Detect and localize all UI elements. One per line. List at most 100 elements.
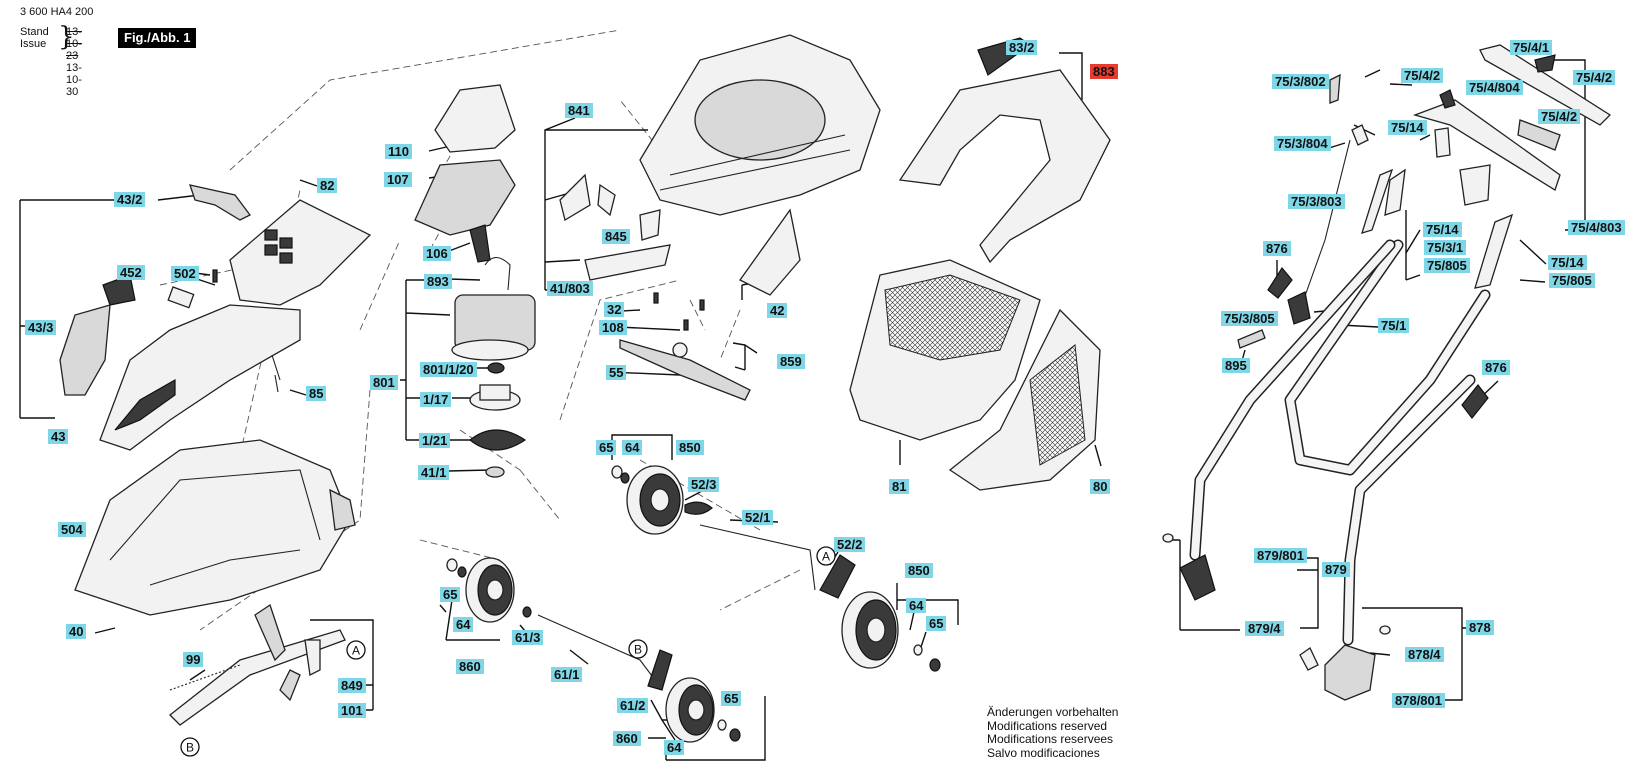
- label-1-17: 1/17: [420, 392, 452, 407]
- label-75-3-1: 75/3/1: [1424, 240, 1467, 255]
- wheel-860-a: [465, 557, 515, 623]
- label-99: 99: [183, 652, 204, 667]
- label-64-a: 64: [622, 440, 643, 455]
- label-52-2: 52/2: [834, 537, 866, 552]
- label-43: 43: [48, 429, 69, 444]
- label-75-3-805: 75/3/805: [1221, 311, 1278, 326]
- bracket-61-2: [647, 649, 673, 691]
- wheel-850-b: [841, 591, 899, 669]
- label-841: 841: [565, 103, 593, 118]
- label-41-803: 41/803: [547, 281, 593, 296]
- modification-notice: Änderungen vorbehalten Modifications res…: [987, 705, 1119, 760]
- notice-fr: Modifications reservees: [987, 732, 1114, 746]
- grass-box-cover: [898, 69, 1111, 264]
- notice-es: Salvo modificaciones: [987, 745, 1100, 760]
- housing-43: [99, 304, 301, 451]
- callout-circle-a1: [346, 640, 366, 660]
- label-40: 40: [66, 624, 87, 639]
- label-110: 110: [385, 144, 412, 159]
- label-879: 879: [1322, 562, 1350, 577]
- label-85: 85: [306, 386, 327, 401]
- label-75-3-804: 75/3/804: [1274, 136, 1331, 151]
- handle-43-2: [189, 184, 251, 221]
- quick-release-876-a: [1267, 266, 1293, 299]
- issue-label: Issue: [20, 38, 47, 50]
- label-850-b: 850: [905, 563, 933, 578]
- label-845: 845: [602, 229, 630, 244]
- label-64-b: 64: [906, 598, 927, 613]
- label-75-14-b: 75/14: [1423, 222, 1462, 237]
- callout-b1: B: [186, 741, 194, 755]
- label-43-3: 43/3: [25, 320, 57, 335]
- label-75-4-2-b: 75/4/2: [1573, 70, 1616, 85]
- label-65-b: 65: [926, 616, 947, 631]
- label-801-1-20: 801/1/20: [420, 362, 477, 377]
- callout-b2: B: [634, 643, 642, 657]
- label-75-3-803: 75/3/803: [1288, 194, 1345, 209]
- label-849: 849: [338, 678, 366, 693]
- motor-cover-107: [414, 159, 516, 236]
- label-893: 893: [424, 274, 452, 289]
- label-81: 81: [889, 479, 910, 494]
- brace-glyph: }: [58, 22, 75, 52]
- label-75-4-1: 75/4/1: [1510, 40, 1553, 55]
- end-cap-878-801: [1324, 644, 1376, 701]
- label-75-4-803: 75/4/803: [1568, 220, 1625, 235]
- revision-dates: 13-10-23 13-10-30: [66, 26, 82, 98]
- label-75-805-b: 75/805: [1549, 273, 1595, 288]
- label-52-1: 52/1: [742, 510, 774, 525]
- label-75-14-c: 75/14: [1548, 255, 1587, 270]
- cable-clip-75-3-805: [1287, 291, 1311, 325]
- cutting-blade: [619, 339, 751, 401]
- label-75-14-a: 75/14: [1388, 120, 1427, 135]
- label-106: 106: [423, 246, 451, 261]
- label-65-a: 65: [596, 440, 617, 455]
- label-41-1: 41/1: [418, 465, 450, 480]
- blade-guard: [739, 208, 801, 296]
- label-101: 101: [338, 703, 366, 718]
- top-cover-82: [229, 199, 372, 306]
- sleeve-75-805-b: [1474, 213, 1514, 289]
- label-878-4: 878/4: [1405, 647, 1444, 662]
- label-75-805-a: 75/805: [1424, 258, 1470, 273]
- label-107: 107: [384, 172, 412, 187]
- label-42: 42: [767, 303, 788, 318]
- label-52-3: 52/3: [688, 477, 720, 492]
- label-860-b: 860: [613, 731, 641, 746]
- quick-release-876-b: [1461, 384, 1489, 419]
- label-876-b: 876: [1482, 360, 1510, 375]
- label-55: 55: [606, 365, 627, 380]
- callout-circle-a2: [816, 546, 836, 566]
- label-801: 801: [370, 375, 398, 390]
- label-850-a: 850: [676, 440, 704, 455]
- label-879-4: 879/4: [1245, 621, 1284, 636]
- label-860-a: 860: [456, 659, 484, 674]
- label-61-2: 61/2: [617, 698, 649, 713]
- label-75-3-802: 75/3/802: [1272, 74, 1329, 89]
- label-65-d: 65: [721, 691, 742, 706]
- figure-label: Fig./Abb. 1: [118, 28, 197, 48]
- label-859: 859: [777, 354, 805, 369]
- label-75-4-2-c: 75/4/2: [1538, 109, 1581, 124]
- label-43-2: 43/2: [114, 192, 146, 207]
- bar-75-4-1: [1479, 44, 1612, 126]
- callout-a1: A: [352, 644, 360, 658]
- label-64-c: 64: [453, 617, 474, 632]
- wheel-860-b: [665, 677, 715, 743]
- label-75-4-2-a: 75/4/2: [1401, 68, 1444, 83]
- label-75-4-804: 75/4/804: [1466, 80, 1523, 95]
- notice-de: Änderungen vorbehalten: [987, 705, 1119, 719]
- label-452: 452: [117, 265, 145, 280]
- document-number: 3 600 HA4 200: [20, 6, 94, 18]
- label-82: 82: [317, 178, 338, 193]
- motor-cover-110: [434, 84, 516, 153]
- callout-circle-b2: [628, 639, 648, 659]
- sleeve-75-805-a: [1361, 168, 1394, 234]
- label-1-21: 1/21: [419, 433, 451, 448]
- label-895: 895: [1222, 358, 1250, 373]
- stand-date: 13-10-23: [66, 26, 82, 62]
- label-878-801: 878/801: [1392, 693, 1445, 708]
- label-61-3: 61/3: [512, 630, 544, 645]
